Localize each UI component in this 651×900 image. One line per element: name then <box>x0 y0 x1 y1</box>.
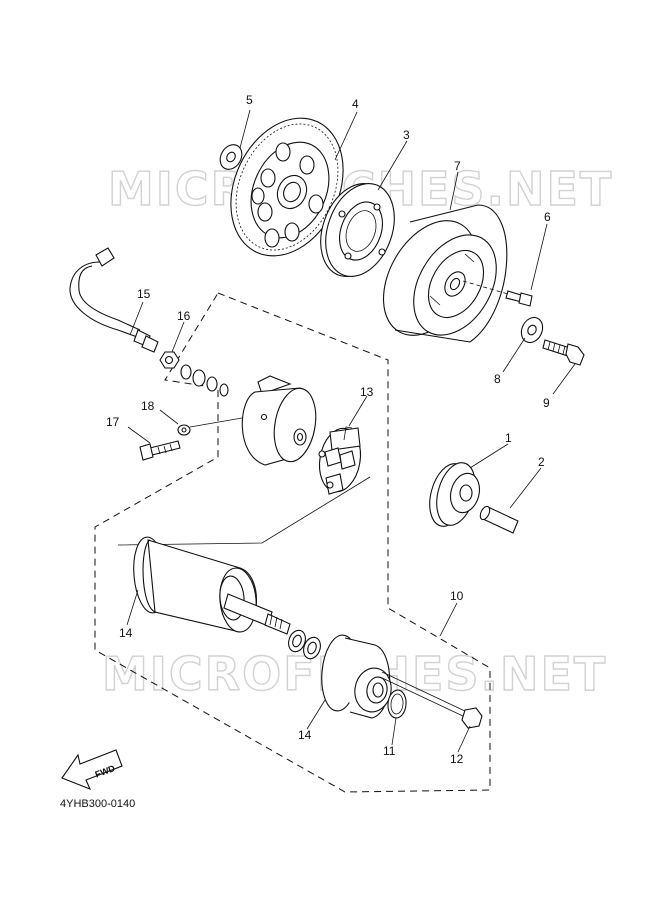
callout-16: 16 <box>177 309 191 323</box>
diagram-code: 4YHB300-0140 <box>60 798 135 810</box>
callout-1: 1 <box>505 431 512 445</box>
part-5-washer[interactable] <box>216 141 246 174</box>
part-9-flange-bolt[interactable] <box>542 339 585 366</box>
o-rings[interactable] <box>286 628 324 661</box>
part-11-o-ring[interactable] <box>387 689 407 719</box>
callout-3: 3 <box>403 128 410 142</box>
callout-18: 18 <box>141 399 155 413</box>
motor-housing-guide-line <box>117 476 371 546</box>
callout-7: 7 <box>454 159 461 173</box>
armature-shaft[interactable] <box>223 593 291 635</box>
callout-14-yoke: 14 <box>119 626 133 640</box>
part-3-one-way-clutch[interactable] <box>309 174 407 286</box>
callout-4: 4 <box>352 97 359 111</box>
part-17-bolt[interactable] <box>139 440 181 461</box>
callout-8: 8 <box>494 372 501 386</box>
callout-2: 2 <box>538 455 545 469</box>
part-7-rotor[interactable] <box>364 204 513 351</box>
assembly-dashed-outline <box>94 292 491 793</box>
starter-motor-yoke[interactable] <box>131 536 259 634</box>
callout-5: 5 <box>246 93 253 107</box>
part-1-idler-gear[interactable] <box>423 458 483 530</box>
callout-14-cover: 14 <box>298 728 312 742</box>
fwd-arrow-icon: FWD <box>61 749 123 791</box>
part-8-washer[interactable] <box>517 314 546 346</box>
callout-15: 15 <box>137 287 151 301</box>
part-15-lead-wire[interactable] <box>69 247 159 353</box>
part-13-brush-holder[interactable] <box>315 425 366 495</box>
callout-17: 17 <box>106 415 120 429</box>
starter-rear-cover[interactable] <box>241 375 321 466</box>
part-12-long-bolt[interactable] <box>379 671 483 729</box>
part-2-shaft[interactable] <box>478 505 519 534</box>
callout-13: 13 <box>360 385 374 399</box>
starter-front-cover[interactable] <box>319 634 395 719</box>
callout-6: 6 <box>544 210 551 224</box>
part-6-bolt[interactable] <box>462 280 533 307</box>
callout-12: 12 <box>450 752 464 766</box>
callout-10: 10 <box>450 589 464 603</box>
callout-11: 11 <box>383 744 396 758</box>
part-4-driven-gear[interactable] <box>209 100 364 274</box>
callout-9: 9 <box>543 396 550 410</box>
part-16-nut-and-washers[interactable] <box>159 351 229 397</box>
leader-lines <box>126 109 576 753</box>
